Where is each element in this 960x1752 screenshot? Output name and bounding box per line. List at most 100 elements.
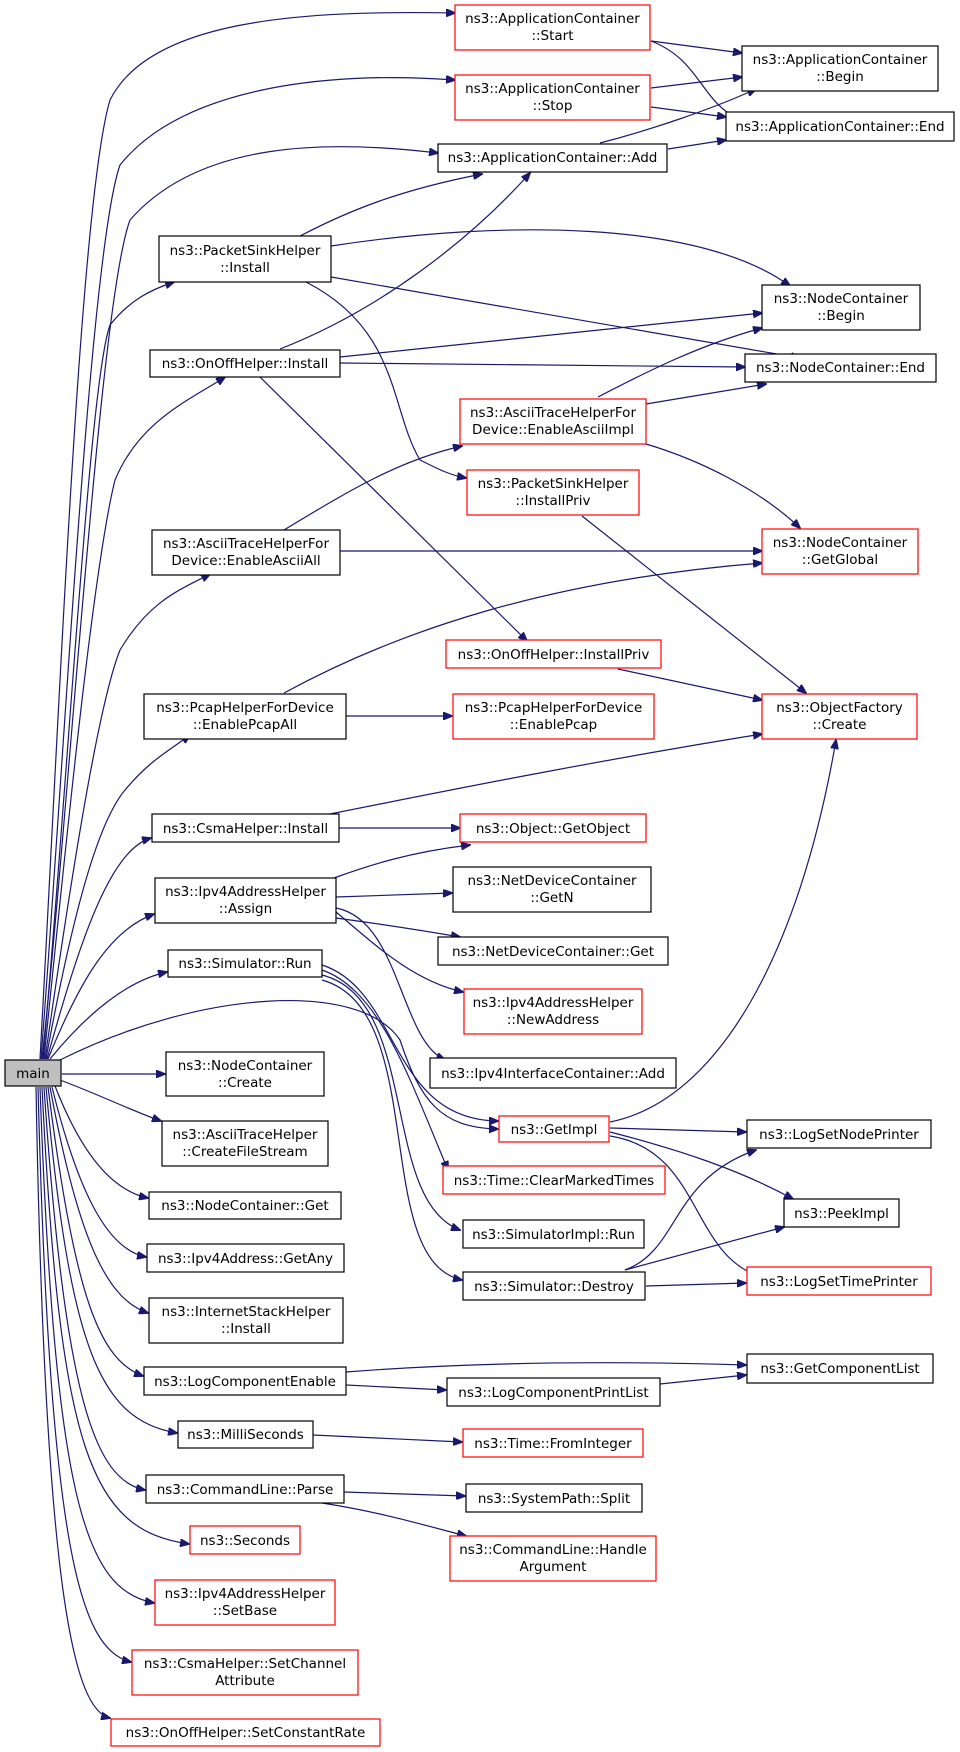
node-app-start[interactable]: ns3::ApplicationContainer::Start — [454, 4, 651, 51]
node-get-component-list[interactable]: ns3::GetComponentList — [746, 1353, 934, 1384]
node-label: ::Start — [531, 28, 573, 44]
node-ipv4-assign[interactable]: ns3::Ipv4AddressHelper::Assign — [154, 877, 337, 924]
node-label: ::Create — [218, 1075, 272, 1091]
node-nodecontainer-begin[interactable]: ns3::NodeContainer::Begin — [761, 284, 921, 331]
node-label: ns3::NodeContainer::End — [756, 360, 925, 376]
edge-assign-netGet — [335, 917, 460, 937]
node-internetstack-install[interactable]: ns3::InternetStackHelper::Install — [148, 1297, 344, 1344]
node-simulatorimpl-run[interactable]: ns3::SimulatorImpl::Run — [462, 1219, 645, 1249]
node-label: ns3::OnOffHelper::SetConstantRate — [126, 1725, 366, 1741]
node-simulator-run[interactable]: ns3::Simulator::Run — [167, 949, 323, 978]
node-label: ::Install — [221, 1321, 271, 1337]
edge-run-clear — [321, 969, 448, 1170]
node-label: ::Begin — [817, 308, 865, 324]
node-nodecontainer-create[interactable]: ns3::NodeContainer::Create — [165, 1051, 325, 1097]
edge-destroy-timePrinter — [645, 1283, 746, 1286]
edge-main-csma — [46, 838, 151, 1060]
node-systempath-split[interactable]: ns3::SystemPath::Split — [465, 1483, 643, 1513]
node-app-add[interactable]: ns3::ApplicationContainer::Add — [437, 143, 668, 173]
edge-run-destroy — [321, 979, 462, 1280]
node-app-stop[interactable]: ns3::ApplicationContainer::Stop — [454, 74, 651, 121]
edge-lce-getComp — [345, 1363, 746, 1373]
node-time-frominteger[interactable]: ns3::Time::FromInteger — [462, 1428, 644, 1458]
node-label: ::Begin — [816, 69, 864, 85]
node-ipv4-newaddress[interactable]: ns3::Ipv4AddressHelper::NewAddress — [463, 988, 643, 1035]
node-label: ns3::ApplicationContainer — [465, 81, 640, 97]
node-label: ns3::Time::ClearMarkedTimes — [454, 1173, 654, 1189]
node-commandline-parse[interactable]: ns3::CommandLine::Parse — [145, 1474, 345, 1504]
node-time-clearmarked[interactable]: ns3::Time::ClearMarkedTimes — [442, 1165, 666, 1195]
node-nodecontainer-get[interactable]: ns3::NodeContainer::Get — [148, 1191, 342, 1220]
edge-appStart-appBegin — [650, 40, 742, 53]
node-log-component-enable[interactable]: ns3::LogComponentEnable — [143, 1366, 347, 1396]
node-nodecontainer-end[interactable]: ns3::NodeContainer::End — [744, 353, 937, 383]
edge-asciiImpl-nodeEnd — [645, 384, 766, 405]
node-label: ns3::Ipv4AddressHelper — [165, 884, 326, 900]
node-ascii-create-file-stream[interactable]: ns3::AsciiTraceHelper::CreateFileStream — [161, 1120, 329, 1167]
edge-main-csmaSetChan — [37, 1086, 131, 1662]
edge-lce-printList — [345, 1384, 446, 1390]
node-onoff-installpriv[interactable]: ns3::OnOffHelper::InstallPriv — [445, 639, 662, 669]
node-netdevice-get[interactable]: ns3::NetDeviceContainer::Get — [437, 936, 669, 966]
edge-appStart-appEnd — [650, 40, 738, 119]
node-label: ns3::SimulatorImpl::Run — [472, 1227, 635, 1243]
edge-main-onoffSetRate — [35, 1086, 110, 1718]
node-label: ns3::Ipv4Address::GetAny — [158, 1251, 333, 1267]
edges — [35, 13, 836, 1718]
node-label: ns3::InternetStackHelper — [162, 1304, 331, 1320]
node-simulator-destroy[interactable]: ns3::Simulator::Destroy — [462, 1271, 646, 1301]
node-log-set-time-printer[interactable]: ns3::LogSetTimePrinter — [746, 1266, 932, 1296]
node-pcap-enable[interactable]: ns3::PcapHelperForDevice::EnablePcap — [452, 693, 655, 740]
node-onoff-setconstantrate[interactable]: ns3::OnOffHelper::SetConstantRate — [110, 1718, 381, 1747]
node-objectfactory-create[interactable]: ns3::ObjectFactory::Create — [761, 693, 918, 740]
edge-main-psInstall — [42, 282, 174, 1060]
node-label: ns3::GetComponentList — [760, 1361, 919, 1377]
edge-main-milli — [45, 1086, 177, 1433]
node-peekimpl[interactable]: ns3::PeekImpl — [783, 1198, 900, 1228]
edge-main-internetStack — [49, 1086, 148, 1313]
edge-main-cmdParse — [43, 1086, 145, 1490]
node-ipv4-getany[interactable]: ns3::Ipv4Address::GetAny — [146, 1243, 345, 1273]
node-main[interactable]: main — [4, 1059, 62, 1087]
edge-destroy-peekImpl — [624, 1227, 784, 1271]
edge-getImpl-objCreate — [609, 740, 836, 1123]
node-label: ns3::SystemPath::Split — [478, 1491, 630, 1507]
edge-onoff-nodeEnd — [339, 362, 745, 367]
node-pcap-enable-all[interactable]: ns3::PcapHelperForDevice::EnablePcapAll — [143, 693, 347, 740]
node-packetsink-install[interactable]: ns3::PacketSinkHelper::Install — [158, 235, 332, 283]
node-label: ns3::Time::FromInteger — [474, 1436, 632, 1452]
edge-ps-psPriv — [305, 281, 466, 478]
node-app-end[interactable]: ns3::ApplicationContainer::End — [725, 111, 955, 142]
node-label: ::CreateFileStream — [182, 1144, 307, 1160]
node-label: ::InstallPriv — [516, 493, 591, 509]
node-onoff-install[interactable]: ns3::OnOffHelper::Install — [149, 349, 341, 378]
node-app-begin[interactable]: ns3::ApplicationContainer::Begin — [741, 45, 939, 92]
node-getimpl[interactable]: ns3::GetImpl — [498, 1115, 610, 1143]
edge-pcapAll-getGlobal — [283, 563, 762, 694]
node-ipv4interface-add[interactable]: ns3::Ipv4InterfaceContainer::Add — [429, 1057, 677, 1089]
node-label: ::EnablePcapAll — [193, 717, 297, 733]
node-ipv4-setbase[interactable]: ns3::Ipv4AddressHelper::SetBase — [154, 1579, 336, 1626]
node-ascii-enable-all[interactable]: ns3::AsciiTraceHelperForDevice::EnableAs… — [151, 529, 341, 576]
node-ascii-enable-impl[interactable]: ns3::AsciiTraceHelperForDevice::EnableAs… — [459, 398, 647, 445]
node-label: ns3::ApplicationContainer::Add — [448, 150, 658, 166]
node-csma-install[interactable]: ns3::CsmaHelper::Install — [151, 813, 340, 843]
node-object-getobject[interactable]: ns3::Object::GetObject — [459, 813, 647, 843]
node-label: ns3::NodeContainer::Get — [161, 1198, 328, 1214]
edge-getImpl-nodePrinter — [609, 1127, 746, 1132]
node-log-set-node-printer[interactable]: ns3::LogSetNodePrinter — [746, 1119, 932, 1149]
edge-appAdd-appEnd — [667, 140, 726, 150]
node-label: ns3::NodeContainer — [773, 535, 908, 551]
node-milliseconds[interactable]: ns3::MilliSeconds — [177, 1420, 314, 1449]
node-netdevice-getn[interactable]: ns3::NetDeviceContainer::GetN — [452, 866, 652, 913]
node-packetsink-installpriv[interactable]: ns3::PacketSinkHelper::InstallPriv — [466, 469, 640, 516]
node-nodecontainer-getglobal[interactable]: ns3::NodeContainer::GetGlobal — [761, 528, 919, 575]
node-log-component-printlist[interactable]: ns3::LogComponentPrintList — [446, 1377, 661, 1407]
node-label: ns3::MilliSeconds — [187, 1427, 304, 1443]
node-seconds[interactable]: ns3::Seconds — [189, 1525, 301, 1555]
edge-assign-getN — [335, 893, 452, 898]
node-label: Attribute — [215, 1673, 275, 1689]
node-label: ns3::ApplicationContainer::End — [735, 119, 944, 135]
